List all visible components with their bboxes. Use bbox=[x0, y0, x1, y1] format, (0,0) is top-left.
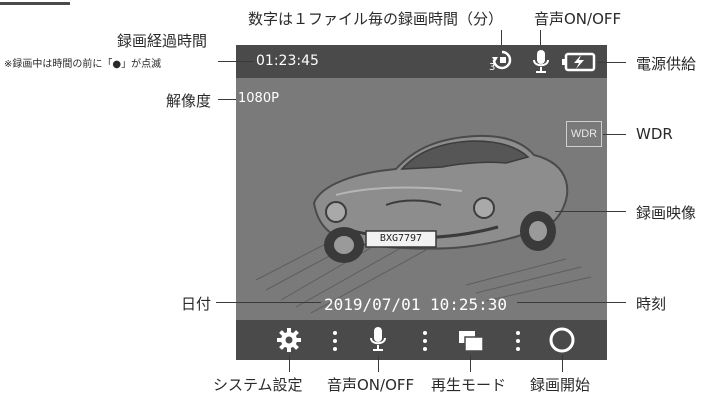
leader-wdr bbox=[603, 134, 626, 135]
loop-record-icon bbox=[492, 50, 512, 70]
leader-record bbox=[562, 355, 563, 372]
leader-loop bbox=[501, 30, 502, 45]
label-system-settings: システム設定 bbox=[213, 376, 303, 394]
label-power: 電源供給 bbox=[636, 55, 697, 73]
label-video: 録画映像 bbox=[636, 204, 697, 222]
license-plate-text: BXG7797 bbox=[379, 233, 423, 244]
dashcam-screen: BXG7797 01:23:45 3 1080P WDR 2019/07/01 … bbox=[236, 45, 607, 360]
label-resolution: 解像度 bbox=[166, 92, 212, 110]
resolution-indicator: 1080P bbox=[238, 91, 279, 106]
separator-dots bbox=[516, 331, 520, 351]
label-date: 日付 bbox=[181, 295, 212, 313]
label-playback-mode: 再生モード bbox=[431, 376, 507, 394]
gear-icon[interactable] bbox=[277, 328, 301, 352]
leader-time bbox=[517, 302, 626, 303]
label-elapsed-note: ※録画中は時間の前に「●」が点滅 bbox=[4, 59, 162, 70]
date-time-stamp: 2019/07/01 10:25:30 bbox=[324, 295, 508, 314]
label-loop-note: 数字は１ファイル毎の録画時間（分） bbox=[248, 10, 504, 28]
record-circle-icon[interactable] bbox=[548, 326, 576, 354]
leader-audio-bottom bbox=[378, 355, 379, 372]
playback-screens-icon[interactable] bbox=[458, 330, 484, 352]
car-illustration bbox=[255, 134, 592, 314]
leader-resolution bbox=[218, 99, 236, 100]
microphone-toggle-icon[interactable] bbox=[369, 326, 387, 354]
leader-audio-top bbox=[540, 30, 541, 45]
leader-settings bbox=[289, 355, 290, 372]
label-record-start: 録画開始 bbox=[530, 376, 591, 394]
leader-elapsed bbox=[218, 61, 254, 62]
leader-power bbox=[598, 62, 626, 63]
leader-playback bbox=[470, 355, 471, 372]
separator-dots bbox=[423, 331, 427, 351]
wdr-indicator: WDR bbox=[566, 121, 602, 147]
label-wdr: WDR bbox=[636, 125, 673, 143]
battery-charging-icon bbox=[562, 52, 596, 72]
label-audio-top: 音声ON/OFF bbox=[534, 10, 622, 28]
label-audio-toggle: 音声ON/OFF bbox=[327, 376, 415, 394]
corner-mark bbox=[0, 2, 70, 5]
loop-minutes: 3 bbox=[489, 62, 496, 73]
elapsed-time: 01:23:45 bbox=[256, 53, 319, 69]
separator-dots bbox=[333, 331, 337, 351]
leader-video bbox=[555, 211, 626, 212]
label-time: 時刻 bbox=[636, 295, 667, 313]
label-elapsed: 録画経過時間 bbox=[117, 32, 208, 50]
leader-date bbox=[216, 302, 321, 303]
microphone-icon bbox=[533, 50, 549, 73]
